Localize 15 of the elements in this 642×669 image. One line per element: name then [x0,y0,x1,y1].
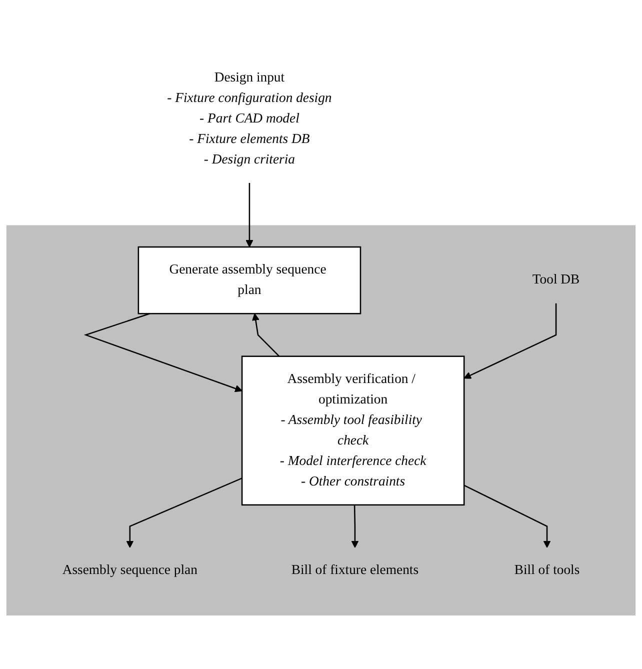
arrow [126,477,242,548]
arrow [84,312,242,392]
node-text: Tool DB [532,272,580,287]
arrow [246,182,254,247]
cluster [6,224,636,616]
arrow [351,504,359,548]
node-text: Assembly sequence plan [62,562,198,578]
arrow [464,302,557,378]
arrow [252,312,280,356]
node-text: Bill of fixture elements [291,562,419,578]
node-text: Design input - Fixture configuration design - Part CAD model - Fixture elements DB - Design criteria [167,70,332,166]
node-box: Generate assembly sequence plan [138,246,362,314]
node-box: Assembly verification / optimization - Assembly tool feasibility check - Model interference check - Other constraints [241,355,465,506]
arrow [464,484,551,548]
node-text: Bill of tools [514,562,580,578]
